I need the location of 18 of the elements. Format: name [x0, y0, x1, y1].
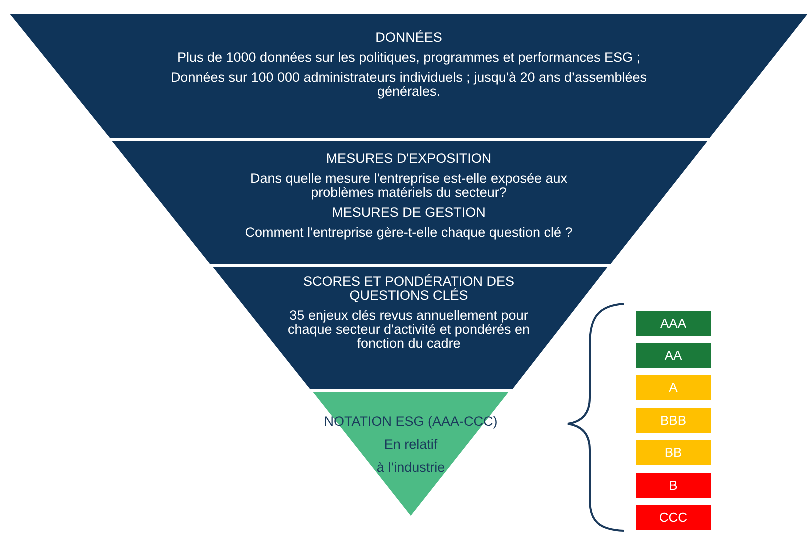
band-heading: MESURES D'EXPOSITION: [326, 152, 492, 166]
band-text: Données sur 100 000 administrateurs individuels ; jusqu'à 20 ans d’assemblées générales.: [170, 71, 648, 99]
rating-box: AAA: [636, 311, 711, 336]
band-text: En relatif: [384, 438, 438, 452]
rating-box: CCC: [636, 505, 711, 530]
rating-box: AA: [636, 343, 711, 368]
band-heading: DONNÉES: [376, 31, 442, 45]
band-text: 35 enjeux clés revus annuellement pour chaque secteur d'activité et pondérés en fonction du cadre: [287, 309, 531, 351]
rating-box: A: [636, 375, 711, 400]
band-text: Comment l'entreprise gère-t-elle chaque question clé ?: [245, 226, 573, 240]
rating-box: BBB: [636, 408, 711, 433]
band-text: à l’industrie: [376, 461, 446, 475]
rating-box: BB: [636, 440, 711, 465]
band-heading: MESURES DE GESTION: [332, 206, 486, 220]
band-text: Dans quelle mesure l'entreprise est-elle exposée aux problèmes matériels du secteur?: [250, 172, 568, 200]
rating-box: B: [636, 473, 711, 498]
band-heading: SCORES ET PONDÉRATION DES QUESTIONS CLÉS: [302, 275, 516, 303]
band-text: Plus de 1000 données sur les politiques, programmes et performances ESG ;: [178, 51, 640, 65]
